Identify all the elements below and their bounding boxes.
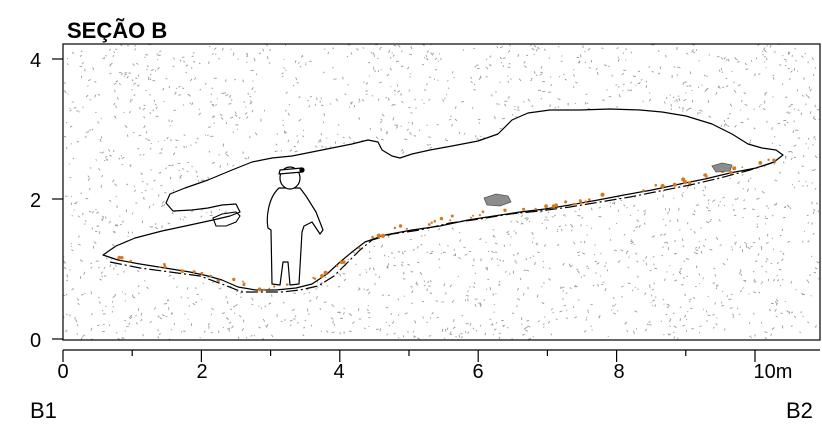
x-tick-label: 10m <box>754 361 793 383</box>
endpoint-right-label: B2 <box>786 398 813 423</box>
endpoint-left-label: B1 <box>30 398 57 423</box>
section-title: SEÇÃO B <box>67 18 167 43</box>
x-tick-label: 2 <box>196 361 207 383</box>
x-tick-label: 0 <box>57 361 68 383</box>
y-tick-label: 0 <box>30 330 41 352</box>
y-tick-label: 2 <box>30 190 41 212</box>
rock-block-1 <box>483 193 512 207</box>
x-axis: 0 2 4 6 8 10m <box>57 349 820 383</box>
y-tick-label: 4 <box>30 50 41 72</box>
rock-block-2 <box>711 162 733 173</box>
person-scale-icon <box>266 166 324 286</box>
floor-sediment-dots <box>117 158 776 292</box>
floor-sediment-line <box>109 161 776 293</box>
section-frame <box>62 43 821 341</box>
side-chamber <box>212 211 241 227</box>
x-tick-label: 8 <box>613 361 624 383</box>
y-axis: 4 2 0 <box>30 50 63 352</box>
x-tick-label: 6 <box>472 361 483 383</box>
cave-outline <box>102 108 784 291</box>
x-ticks <box>62 350 756 362</box>
x-tick-label: 4 <box>333 361 344 383</box>
